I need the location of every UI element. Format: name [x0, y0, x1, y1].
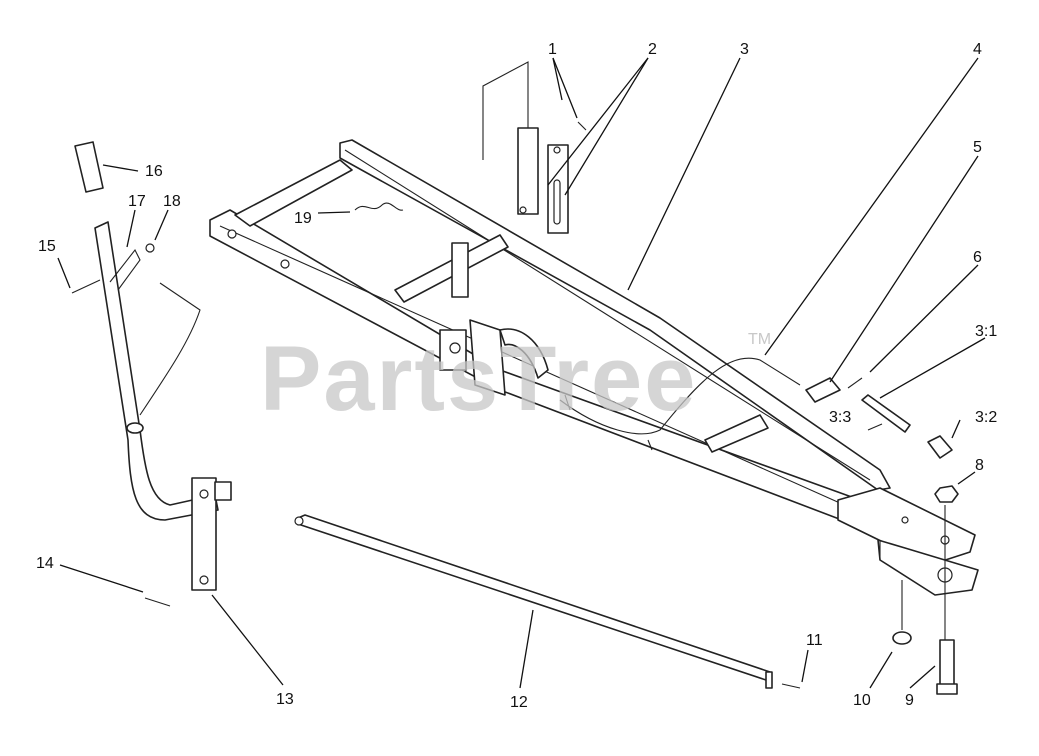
- watermark-text: PartsTree: [260, 328, 697, 430]
- cotter-pin: [847, 377, 863, 389]
- callout-3-1: 3:1: [975, 323, 997, 340]
- cross-brace-front: [704, 414, 769, 453]
- cable-clip-1: [564, 394, 571, 411]
- callout-6: 6: [973, 249, 982, 266]
- watermark: PartsTree TM: [260, 328, 771, 430]
- cross-tube-rear: [234, 159, 353, 227]
- push-rod-end-front: [765, 671, 773, 689]
- hitch-pin: [354, 202, 404, 211]
- callout-13: 13: [276, 691, 294, 708]
- leader-lines: [57, 57, 986, 689]
- lift-arm-curve: [499, 328, 549, 379]
- callout-8: 8: [975, 457, 984, 474]
- callout-5: 5: [973, 139, 982, 156]
- hex-nut: [934, 485, 959, 503]
- callout-labels: 1 2 3 4 5 6 3:1 3:2 3:3 8 9 10 11 12 13 …: [36, 41, 997, 711]
- callout-17: 17: [128, 193, 146, 210]
- callout-18: 18: [163, 193, 181, 210]
- callout-16: 16: [145, 163, 163, 180]
- a-frame-assembly: [209, 139, 979, 596]
- pivot-bushing-cap: [927, 435, 953, 459]
- bracket-outline: [482, 61, 529, 160]
- mounting-bar: [191, 477, 217, 591]
- latch-nut: [145, 243, 155, 253]
- cable-and-hardware: [354, 202, 959, 695]
- cable-clip-2: [647, 439, 653, 451]
- bolt-15: [71, 279, 101, 294]
- callout-19: 19: [294, 210, 312, 227]
- callout-2: 2: [648, 41, 657, 58]
- hex-bolt: [939, 639, 955, 689]
- hairpin-clip-right: [781, 683, 801, 689]
- lever-collar: [126, 422, 144, 434]
- hitch-plate-upper: [837, 487, 976, 566]
- pivot-pin: [861, 394, 911, 433]
- upper-brackets: [482, 61, 587, 234]
- callout-3: 3: [740, 41, 749, 58]
- clevis-bracket: [805, 377, 841, 403]
- cable-rod: [139, 282, 201, 416]
- bracket-strap-left: [517, 127, 539, 215]
- watermark-trademark: TM: [748, 331, 771, 348]
- control-cable: [559, 357, 801, 435]
- spring-pin: [867, 423, 883, 431]
- lift-lever-assembly: [71, 141, 801, 689]
- lock-washer: [892, 631, 912, 645]
- latch-spring: [109, 248, 141, 291]
- hairpin-clip-left: [144, 597, 171, 607]
- callout-15: 15: [38, 238, 56, 255]
- callout-12: 12: [510, 694, 528, 711]
- callout-3-2: 3:2: [975, 409, 997, 426]
- lift-bracket: [469, 319, 506, 396]
- lift-lever: [94, 221, 219, 521]
- push-rod: [297, 514, 771, 681]
- callout-9: 9: [905, 692, 914, 709]
- callout-11: 11: [806, 632, 823, 649]
- lever-grip: [74, 141, 104, 193]
- callout-1: 1: [548, 41, 557, 58]
- center-bracket: [451, 242, 469, 298]
- frame-rail-upper: [339, 139, 891, 491]
- hex-bolt-head: [936, 683, 958, 695]
- pivot-bushing: [214, 481, 232, 501]
- callout-3-3: 3:3: [829, 409, 851, 426]
- callout-10: 10: [853, 692, 871, 709]
- callout-14: 14: [36, 555, 54, 572]
- bracket-screw: [577, 121, 587, 131]
- callout-4: 4: [973, 41, 982, 58]
